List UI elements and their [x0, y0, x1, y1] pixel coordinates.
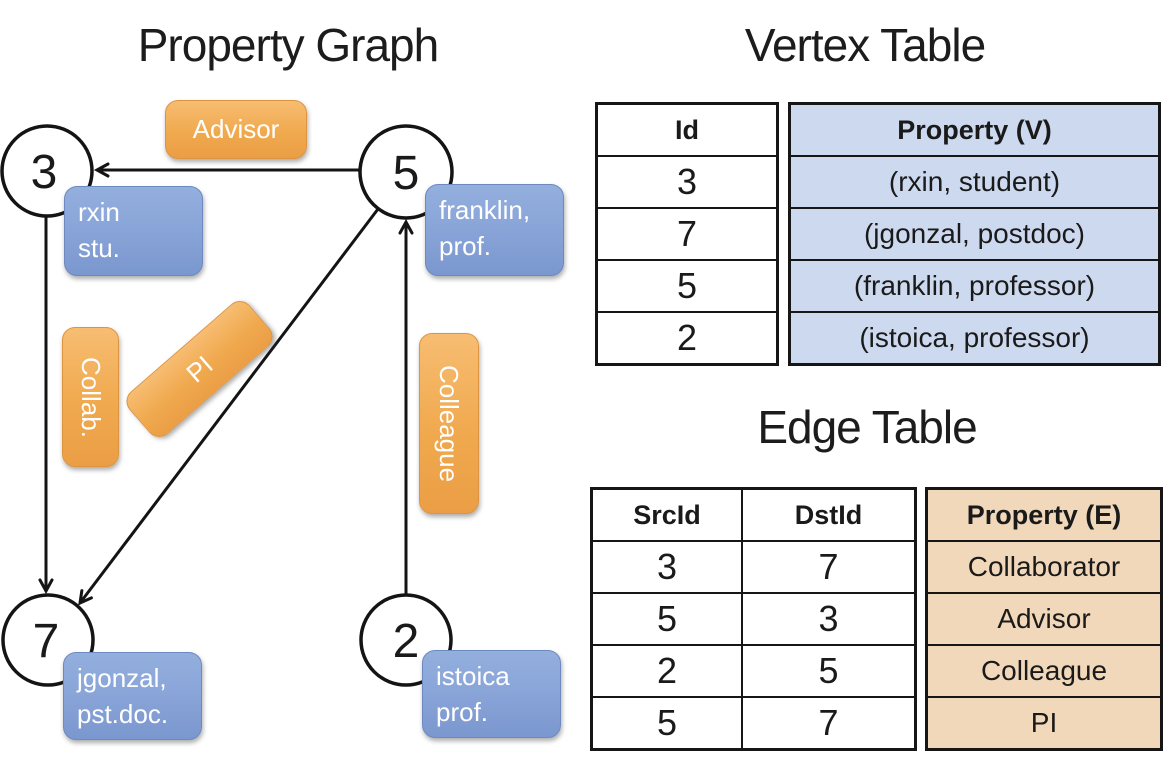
- edge-table-title: Edge Table: [757, 401, 977, 453]
- vertex-property-header: Property (V): [788, 102, 1161, 157]
- vertex-id-header: Id: [595, 102, 779, 157]
- table-row: Advisor: [925, 592, 1163, 646]
- edge-label-collaborator: Collab.: [62, 327, 119, 467]
- edge-dst-cell: 5: [741, 644, 917, 698]
- edge-table-id-columns: SrcId DstId 3 7 5 3 2 5 5 7: [590, 487, 917, 751]
- table-row: 5: [595, 259, 779, 313]
- edge-dst-cell: 3: [741, 592, 917, 646]
- edge-property-cell: PI: [925, 696, 1163, 751]
- table-row: 2 5: [590, 644, 917, 698]
- edge-label-colleague-text: Colleague: [434, 364, 465, 483]
- edge-property-cell: Collaborator: [925, 540, 1163, 594]
- edge-label-advisor-text: Advisor: [192, 114, 280, 144]
- vertex-table-title: Vertex Table: [744, 19, 986, 71]
- node-id-2: 2: [393, 615, 420, 668]
- vertex-label-franklin-line1: franklin,: [439, 195, 531, 225]
- vertex-id-cell: 7: [595, 207, 779, 261]
- edge-src-cell: 5: [590, 696, 743, 751]
- vertex-property-cell: (istoica, professor): [788, 311, 1161, 366]
- edge-label-colleague: Colleague: [419, 333, 479, 514]
- vertex-label-istoica: istoica prof.: [422, 650, 561, 738]
- vertex-property-cell: (franklin, professor): [788, 259, 1161, 313]
- table-row: Id: [595, 102, 779, 157]
- edge-property-cell: Advisor: [925, 592, 1163, 646]
- edge-table: SrcId DstId 3 7 5 3 2 5 5 7 Property (E)…: [590, 487, 1163, 751]
- table-row: 5 7: [590, 696, 917, 751]
- table-row: 5 3: [590, 592, 917, 646]
- edge-label-advisor: Advisor: [165, 100, 307, 159]
- vertex-label-rxin: rxin stu.: [64, 186, 203, 276]
- vertex-label-rxin-line2: stu.: [78, 233, 120, 263]
- edge-src-cell: 3: [590, 540, 743, 594]
- vertex-id-cell: 5: [595, 259, 779, 313]
- vertex-id-cell: 2: [595, 311, 779, 366]
- edge-dst-cell: 7: [741, 696, 917, 751]
- vertex-property-cell: (rxin, student): [788, 155, 1161, 209]
- table-row: Colleague: [925, 644, 1163, 698]
- vertex-id-cell: 3: [595, 155, 779, 209]
- table-row: 3: [595, 155, 779, 209]
- vertex-table-id-column: Id 3 7 5 2: [595, 102, 779, 366]
- edge-src-header: SrcId: [590, 487, 743, 542]
- table-row: 7: [595, 207, 779, 261]
- table-row: Property (V): [788, 102, 1161, 157]
- vertex-label-jgonzal-line1: jgonzal,: [77, 663, 167, 693]
- node-id-7: 7: [33, 615, 60, 668]
- edge-label-pi-text: PI: [180, 349, 219, 389]
- edge-src-cell: 2: [590, 644, 743, 698]
- table-row: (franklin, professor): [788, 259, 1161, 313]
- vertex-label-franklin: franklin, prof.: [425, 184, 564, 276]
- table-row: (rxin, student): [788, 155, 1161, 209]
- vertex-label-jgonzal: jgonzal, pst.doc.: [63, 652, 202, 740]
- property-graph-title: Property Graph: [137, 19, 439, 71]
- table-row: Property (E): [925, 487, 1163, 542]
- table-row: Collaborator: [925, 540, 1163, 594]
- vertex-label-istoica-line1: istoica: [436, 661, 510, 691]
- vertex-table-property-column: Property (V) (rxin, student) (jgonzal, p…: [788, 102, 1161, 366]
- edge-src-cell: 5: [590, 592, 743, 646]
- table-row: (jgonzal, postdoc): [788, 207, 1161, 261]
- table-row: (istoica, professor): [788, 311, 1161, 366]
- vertex-label-istoica-line2: prof.: [436, 697, 489, 727]
- node-id-3: 3: [31, 146, 58, 199]
- edge-dst-cell: 7: [741, 540, 917, 594]
- vertex-label-jgonzal-line2: pst.doc.: [77, 699, 169, 729]
- table-row: 3 7: [590, 540, 917, 594]
- edge-5-to-7: [78, 208, 380, 606]
- table-row: SrcId DstId: [590, 487, 917, 542]
- node-id-5: 5: [393, 147, 420, 200]
- edge-dst-header: DstId: [741, 487, 917, 542]
- edge-table-property-column: Property (E) Collaborator Advisor Collea…: [925, 487, 1163, 751]
- edge-property-cell: Colleague: [925, 644, 1163, 698]
- table-row: 2: [595, 311, 779, 366]
- vertex-property-cell: (jgonzal, postdoc): [788, 207, 1161, 261]
- vertex-label-franklin-line2: prof.: [439, 231, 492, 261]
- edge-property-header: Property (E): [925, 487, 1163, 542]
- vertex-table: Id 3 7 5 2 Property (V) (rxin, student) …: [595, 102, 1161, 366]
- vertex-label-rxin-line1: rxin: [78, 197, 120, 227]
- table-row: PI: [925, 696, 1163, 751]
- edge-label-collaborator-text: Collab.: [76, 356, 106, 438]
